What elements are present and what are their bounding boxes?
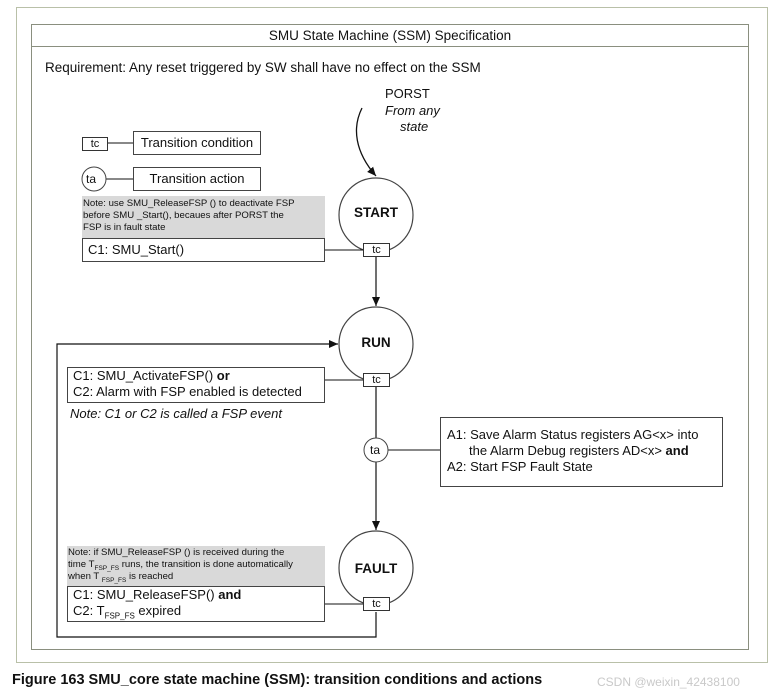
fault-note-line-3: when T FSP_FS is reached xyxy=(68,571,174,584)
ta-circle xyxy=(363,437,389,463)
tc-run: tc xyxy=(363,373,390,387)
fault-cond-line-1: C1: SMU_ReleaseFSP() xyxy=(73,587,219,602)
action-box: A1: Save Alarm Status registers AG<x> in… xyxy=(440,417,723,487)
legend-ta-circle xyxy=(81,166,107,192)
run-cond-or: or xyxy=(216,368,230,383)
outer-frame xyxy=(16,7,768,663)
fault-cond-line-2: C2: TFSP_FS expired xyxy=(73,603,182,621)
porst-label: PORST xyxy=(385,86,430,101)
requirement-text: Requirement: Any reset triggered by SW s… xyxy=(45,60,481,75)
porst-sub-2: state xyxy=(400,119,429,134)
fault-condition-box: C1: SMU_ReleaseFSP() and C2: TFSP_FS exp… xyxy=(67,586,325,622)
run-cond-line-1: C1: SMU_ActivateFSP() xyxy=(73,368,217,383)
legend-tc-symbol: tc xyxy=(82,137,108,151)
action-line-2: the Alarm Debug registers AD<x> xyxy=(469,443,666,458)
porst-arrow xyxy=(355,107,377,177)
start-note-line-1: Note: use SMU_ReleaseFSP () to deactivat… xyxy=(83,198,295,209)
start-note-line-3: FSP is in fault state xyxy=(83,222,166,233)
spec-frame xyxy=(31,24,749,650)
run-condition-box: C1: SMU_ActivateFSP() or C2: Alarm with … xyxy=(67,367,325,403)
spec-title: SMU State Machine (SSM) Specification xyxy=(31,24,749,47)
legend-ta-label: Transition action xyxy=(133,167,261,191)
state-start-label: START xyxy=(354,205,398,220)
action-line-3: A2: Start FSP Fault State xyxy=(447,459,593,474)
start-note-line-2: before SMU _Start(), becaues after PORST… xyxy=(83,210,284,221)
legend-ta-symbol: ta xyxy=(86,172,97,186)
figure-caption: Figure 163 SMU_core state machine (SSM):… xyxy=(12,672,543,688)
run-cond-line-2: C2: Alarm with FSP enabled is detected xyxy=(73,384,302,399)
fault-cond-and: and xyxy=(218,587,242,602)
legend-tc-label: Transition condition xyxy=(133,131,261,155)
fault-to-run-loop xyxy=(56,340,377,638)
watermark: CSDN @weixin_42438100 xyxy=(597,675,740,689)
action-and: and xyxy=(665,443,689,458)
fault-note-bg xyxy=(67,546,325,586)
fault-note-line-1: Note: if SMU_ReleaseFSP () is received d… xyxy=(68,547,285,558)
action-line-1: A1: Save Alarm Status registers AG<x> in… xyxy=(447,427,699,442)
porst-sub-1: From any xyxy=(385,103,440,118)
state-fault-label: FAULT xyxy=(354,561,398,576)
run-note: Note: C1 or C2 is called a FSP event xyxy=(70,406,282,421)
tc-start: tc xyxy=(363,243,390,257)
state-run-label: RUN xyxy=(361,335,391,350)
ta-label: ta xyxy=(370,443,381,457)
fault-note-line-2: time TFSP_FS runs, the transition is don… xyxy=(68,559,293,572)
start-condition-box: C1: SMU_Start() xyxy=(82,238,325,262)
start-note-bg xyxy=(82,196,325,238)
tc-fault: tc xyxy=(363,597,390,611)
